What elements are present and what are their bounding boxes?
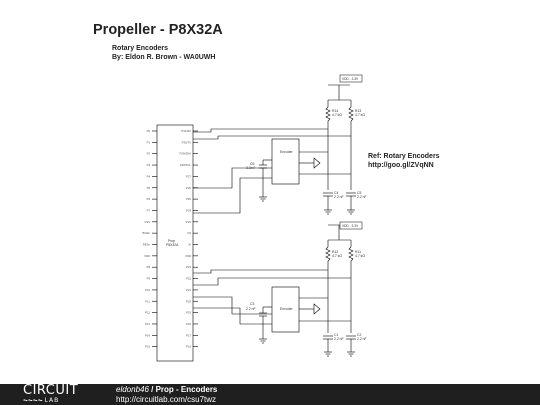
vdd-text-bottom: VDD - 3.3V — [342, 224, 359, 228]
chip-pin-left-label: P2 — [147, 152, 151, 156]
circuitlab-logo-sub: ⏦⏦⏦⏦ LAB — [23, 397, 59, 405]
chip-pin-left-label: P6 — [147, 197, 151, 201]
chip-pin-right-label: XI — [188, 243, 191, 247]
encoder-section-top — [193, 84, 356, 215]
reference-note: Ref: Rotary Encoders http://goo.gl/ZVqNN — [368, 152, 440, 170]
footer-project: eldonb46 / Prop - Encoders — [116, 385, 217, 394]
chip-pin-left-label: P14 — [145, 333, 150, 337]
c2-name: C2 — [357, 333, 361, 337]
chip-pin-left-label: P9 — [147, 277, 151, 281]
chip-pin-right-label: XO — [187, 231, 192, 235]
footer-url[interactable]: http://circuitlab.com/csu7twz — [116, 395, 217, 404]
encoder-label-top: Encoder — [280, 150, 293, 154]
subtitle-line-2: By: Eldon R. Brown - WA0UWH — [112, 54, 216, 61]
resistor-r12[interactable] — [325, 246, 331, 262]
c5-name: C5 — [357, 191, 361, 195]
chip-pin-right-label: P29/SDA — [179, 152, 191, 156]
chip-name: Prop — [168, 239, 175, 243]
r11-name: R11 — [355, 250, 361, 254]
footer-project-name[interactable]: Prop - Encoders — [155, 385, 218, 394]
chip-pin-right-label: P30/TX — [182, 140, 191, 144]
vdd-text-top: VDD - 3.3V — [342, 77, 359, 81]
circuitlab-logo[interactable]: CIRCUIT — [23, 383, 79, 398]
chip-pin-left-label: P10 — [145, 288, 150, 292]
footer-separator: / — [148, 385, 156, 394]
c6-name: C6 — [250, 162, 254, 166]
chip-pin-left-label: BOEn — [143, 231, 151, 235]
reference-url[interactable]: http://goo.gl/ZVqNN — [368, 162, 434, 169]
chip-pin-left-label: P5 — [147, 186, 151, 190]
chip-pin-left-label: P0 — [147, 129, 151, 133]
chip-pin-right-label: P25 — [186, 197, 191, 201]
r14-value: 4.7 kΩ — [332, 113, 342, 117]
reference-title: Ref: Rotary Encoders — [368, 153, 440, 160]
r13-value: 4.7 kΩ — [355, 113, 365, 117]
c1-name: C1 — [334, 333, 338, 337]
vdd-label-top — [339, 74, 363, 83]
chip-pin-left-label: P4 — [147, 174, 151, 178]
chip-pin-left-label: P13 — [145, 322, 150, 326]
c3-name: C3 — [250, 302, 254, 306]
footer-user-link[interactable]: eldonb46 — [116, 385, 149, 394]
chip-pin-right-label: P26 — [186, 186, 191, 190]
logo-lab-text: LAB — [44, 397, 60, 404]
c5-value: 2.2 nF — [357, 195, 367, 199]
resistor-r11[interactable] — [348, 246, 354, 262]
r12-value: 4.7 kΩ — [332, 254, 342, 258]
resistor-glyph-icon: ⏦⏦⏦⏦ — [23, 397, 45, 404]
chip-pin-right-label: P16 — [186, 345, 191, 349]
chip-pin-left-label: VSS — [144, 220, 150, 224]
c1-value: 2.2 nF — [334, 337, 344, 341]
encoder-label-bottom: Encoder — [280, 307, 293, 311]
footer-bar: CIRCUIT ⏦⏦⏦⏦ LAB eldonb46 / Prop - Encod… — [0, 384, 540, 405]
chip-pin-left-label: P3 — [147, 163, 151, 167]
propeller-chip[interactable] — [156, 124, 194, 362]
chip-pin-right-label: P27 — [186, 174, 191, 178]
c4-name: C4 — [334, 191, 338, 195]
page-title: Propeller - P8X32A — [93, 22, 223, 38]
schematic-subtitle: Rotary Encoders By: Eldon R. Brown - WA0… — [112, 44, 215, 62]
chip-pin-right-label: P21 — [186, 288, 191, 292]
encoder-block-top[interactable] — [271, 138, 300, 185]
c2-value: 2.2 nF — [357, 337, 367, 341]
chip-pin-right-label: P22 — [186, 277, 191, 281]
chip-pin-left-label: P15 — [145, 345, 150, 349]
c4-value: 2.2 nF — [334, 195, 344, 199]
chip-pin-left-label: P8 — [147, 265, 151, 269]
chip-pin-left-label: P7 — [147, 208, 151, 212]
chip-pin-right-label: P24 — [186, 208, 191, 212]
subtitle-line-1: Rotary Encoders — [112, 45, 169, 52]
r13-name: R13 — [355, 109, 361, 113]
c3-value: 2.2 nF — [246, 307, 256, 311]
r14-name: R14 — [332, 109, 338, 113]
chip-pin-right-label: P18 — [186, 322, 191, 326]
chip-pin-left-label: P11 — [145, 299, 150, 303]
chip-pin-right-label: P31/RX — [181, 129, 191, 133]
r11-value: 4.7 kΩ — [355, 254, 365, 258]
chip-pin-right-label: P19 — [186, 311, 191, 315]
chip-part: P8X32A — [166, 243, 179, 247]
resistor-r14[interactable] — [325, 106, 331, 122]
chip-pin-right-label: P20 — [186, 299, 191, 303]
resistor-r13[interactable] — [348, 106, 354, 122]
chip-pin-right-label: P28/SCL — [180, 163, 192, 167]
chip-pin-right-label: P17 — [186, 333, 191, 337]
chip-pin-right-label: P23 — [186, 265, 191, 269]
r12-name: R12 — [332, 250, 338, 254]
chip-pin-left-label: P12 — [145, 311, 150, 315]
chip-pin-left-label: VDD — [144, 254, 150, 258]
vdd-label-bottom — [339, 221, 363, 230]
chip-pin-left-label: P1 — [147, 140, 151, 144]
chip-pin-right-label: VSS — [185, 220, 191, 224]
chip-pin-right-label: VDD — [185, 254, 191, 258]
encoder-section-bottom — [193, 224, 356, 357]
encoder-block-bottom[interactable] — [271, 286, 300, 333]
c6-value: 3.3n F — [246, 166, 256, 170]
chip-pin-left-label: RESn — [143, 243, 151, 247]
